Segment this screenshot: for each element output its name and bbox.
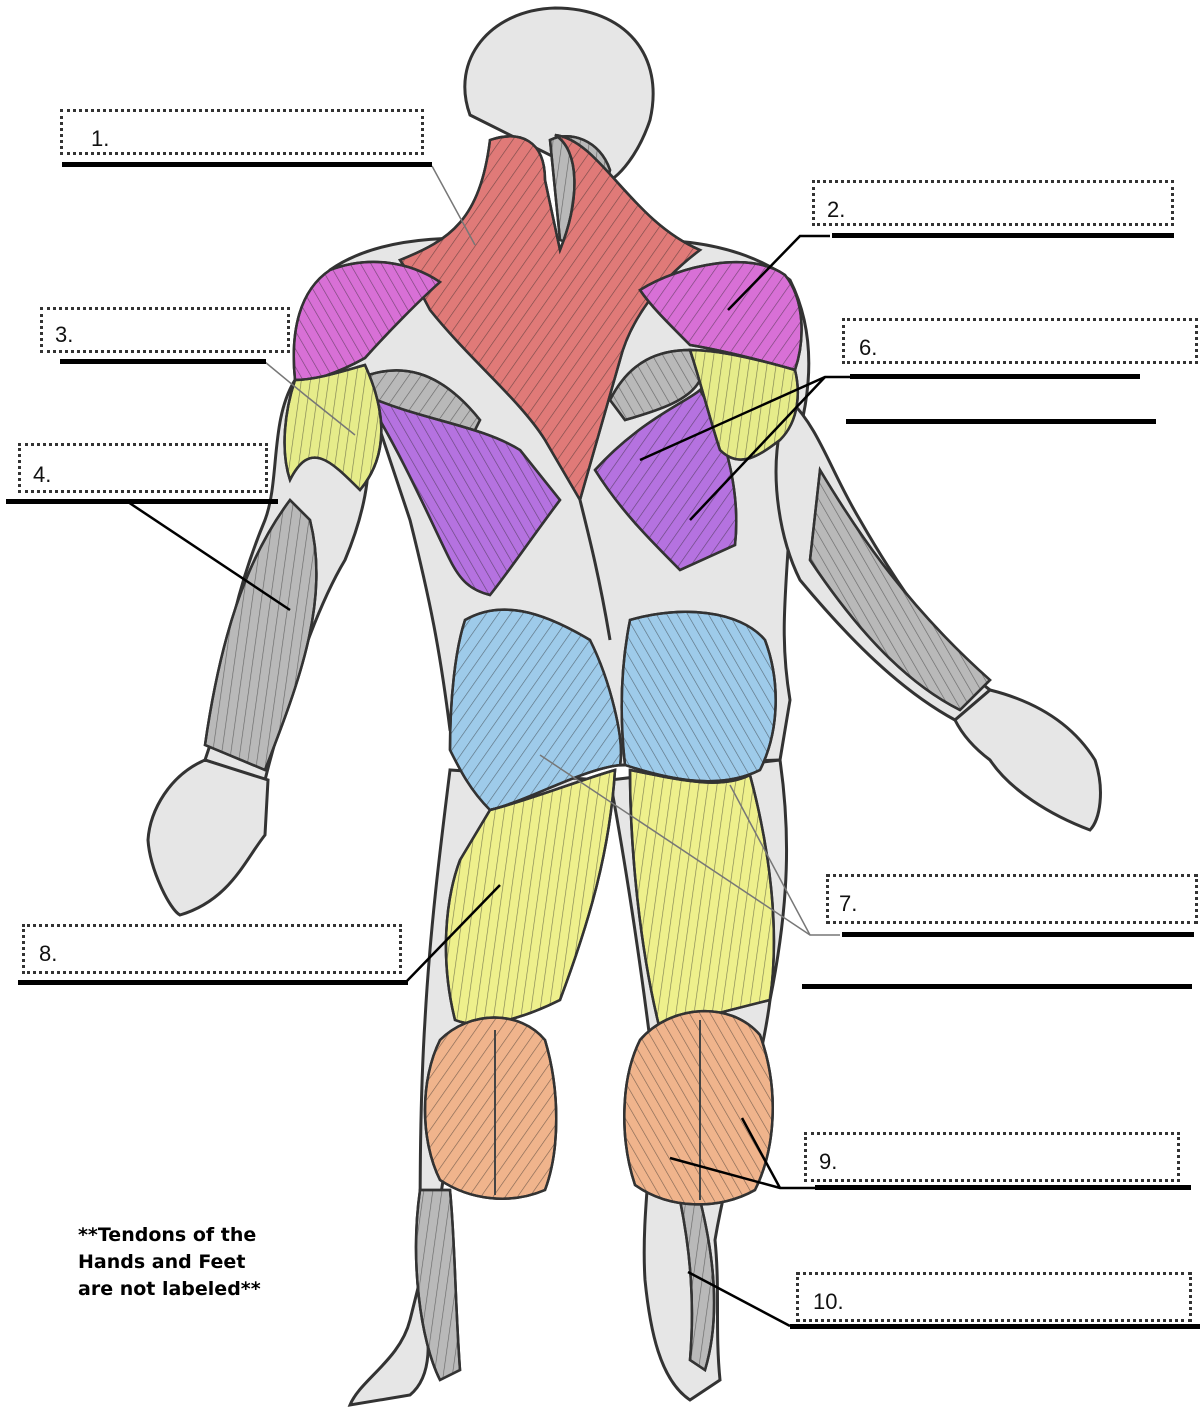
answer-line-6a[interactable] <box>850 374 1140 379</box>
answer-line-7b[interactable] <box>802 984 1192 989</box>
label-box-9[interactable]: 9. <box>804 1132 1180 1182</box>
answer-line-4[interactable] <box>6 499 278 504</box>
answer-line-1[interactable] <box>62 162 432 167</box>
label-number: 6. <box>859 335 877 361</box>
answer-line-6b[interactable] <box>846 419 1156 424</box>
label-box-8[interactable]: 8. <box>22 924 402 974</box>
gastrocnemius-muscles <box>425 1011 773 1204</box>
left-hand <box>148 760 268 915</box>
answer-line-9[interactable] <box>815 1185 1191 1190</box>
right-hand <box>955 690 1100 830</box>
label-box-6[interactable]: 6. <box>842 318 1198 364</box>
label-number: 8. <box>39 941 57 967</box>
label-box-10[interactable]: 10. <box>796 1272 1192 1322</box>
tendons-note: **Tendons of the Hands and Feet are not … <box>78 1222 318 1303</box>
label-number: 10. <box>813 1289 844 1315</box>
label-box-7[interactable]: 7. <box>826 874 1198 924</box>
label-number: 3. <box>55 322 73 348</box>
label-number: 1. <box>91 126 109 152</box>
label-number: 2. <box>827 197 845 223</box>
answer-line-3[interactable] <box>60 359 266 364</box>
label-number: 4. <box>33 462 51 488</box>
answer-line-10[interactable] <box>790 1324 1200 1329</box>
label-box-4[interactable]: 4. <box>18 443 268 493</box>
answer-line-7a[interactable] <box>842 932 1194 937</box>
label-box-1[interactable]: 1. <box>60 109 424 155</box>
answer-line-8[interactable] <box>18 980 408 985</box>
answer-line-2[interactable] <box>832 233 1174 238</box>
label-number: 7. <box>839 891 857 917</box>
label-number: 9. <box>819 1149 837 1175</box>
label-box-3[interactable]: 3. <box>40 307 290 353</box>
label-box-2[interactable]: 2. <box>812 180 1174 226</box>
hamstring-muscles <box>446 770 774 1030</box>
